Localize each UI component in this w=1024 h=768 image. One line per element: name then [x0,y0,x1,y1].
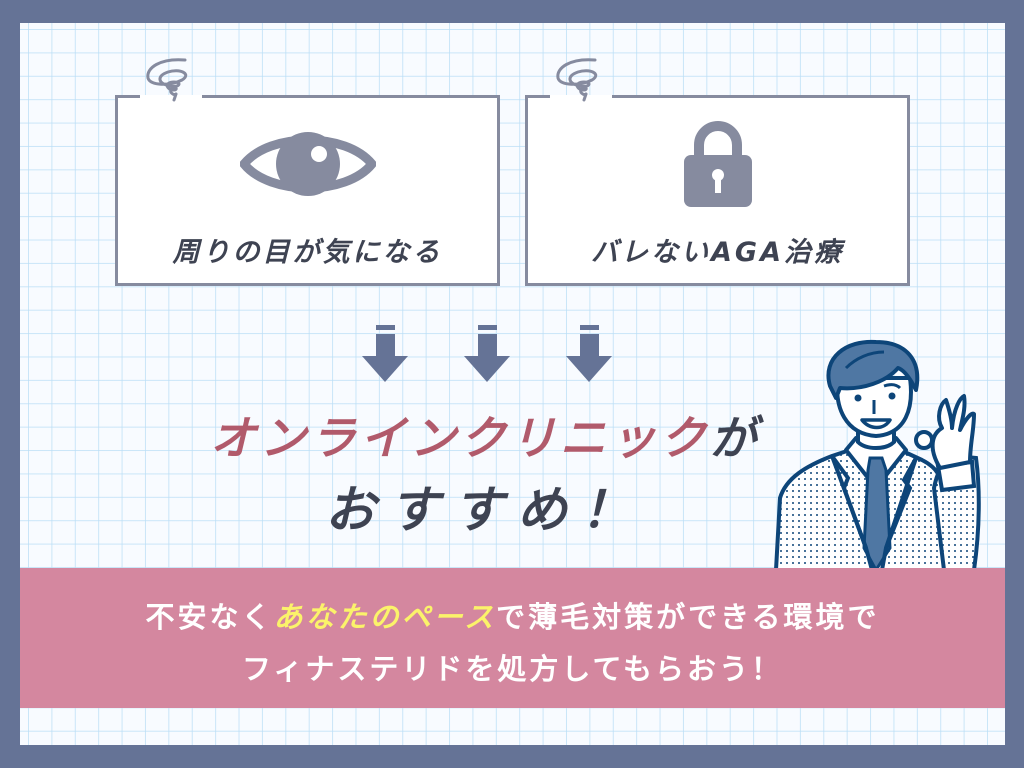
banner-suffix: で薄毛対策ができる環境で [496,600,880,634]
arrow-down-icon [464,325,510,382]
card-discreet-aga: バレないAGA治療 [525,58,910,286]
down-arrows [0,322,1024,384]
headline-line1: オンラインクリニックが [160,402,810,468]
lock-icon [683,121,752,207]
scribble-icon [146,58,188,102]
scribble-icon [556,58,598,102]
banner-highlight: あなたのペース [273,600,497,634]
headline-line2: おすすめ！ [325,481,645,539]
businessman-illustration [774,339,981,570]
card-label: バレないAGA治療 [591,237,844,268]
headline-tail: が [710,411,760,465]
card-surrounding-eyes: 周りの目が気になる [115,58,500,286]
banner-line2: フィナステリドを処方してもらおう！ [241,652,784,686]
arrow-down-icon [362,325,408,382]
arrow-down-icon [566,325,612,382]
card-label: 周りの目が気になる [172,237,443,268]
eye-icon [239,132,376,196]
headline-accent: オンラインクリニック [210,411,710,465]
bottom-banner: 不安なくあなたのペースで薄毛対策ができる環境で フィナステリドを処方してもらおう… [20,568,1005,708]
banner-line1: 不安なくあなたのペースで薄毛対策ができる環境で [20,594,1005,636]
banner-prefix: 不安なく [145,600,274,634]
